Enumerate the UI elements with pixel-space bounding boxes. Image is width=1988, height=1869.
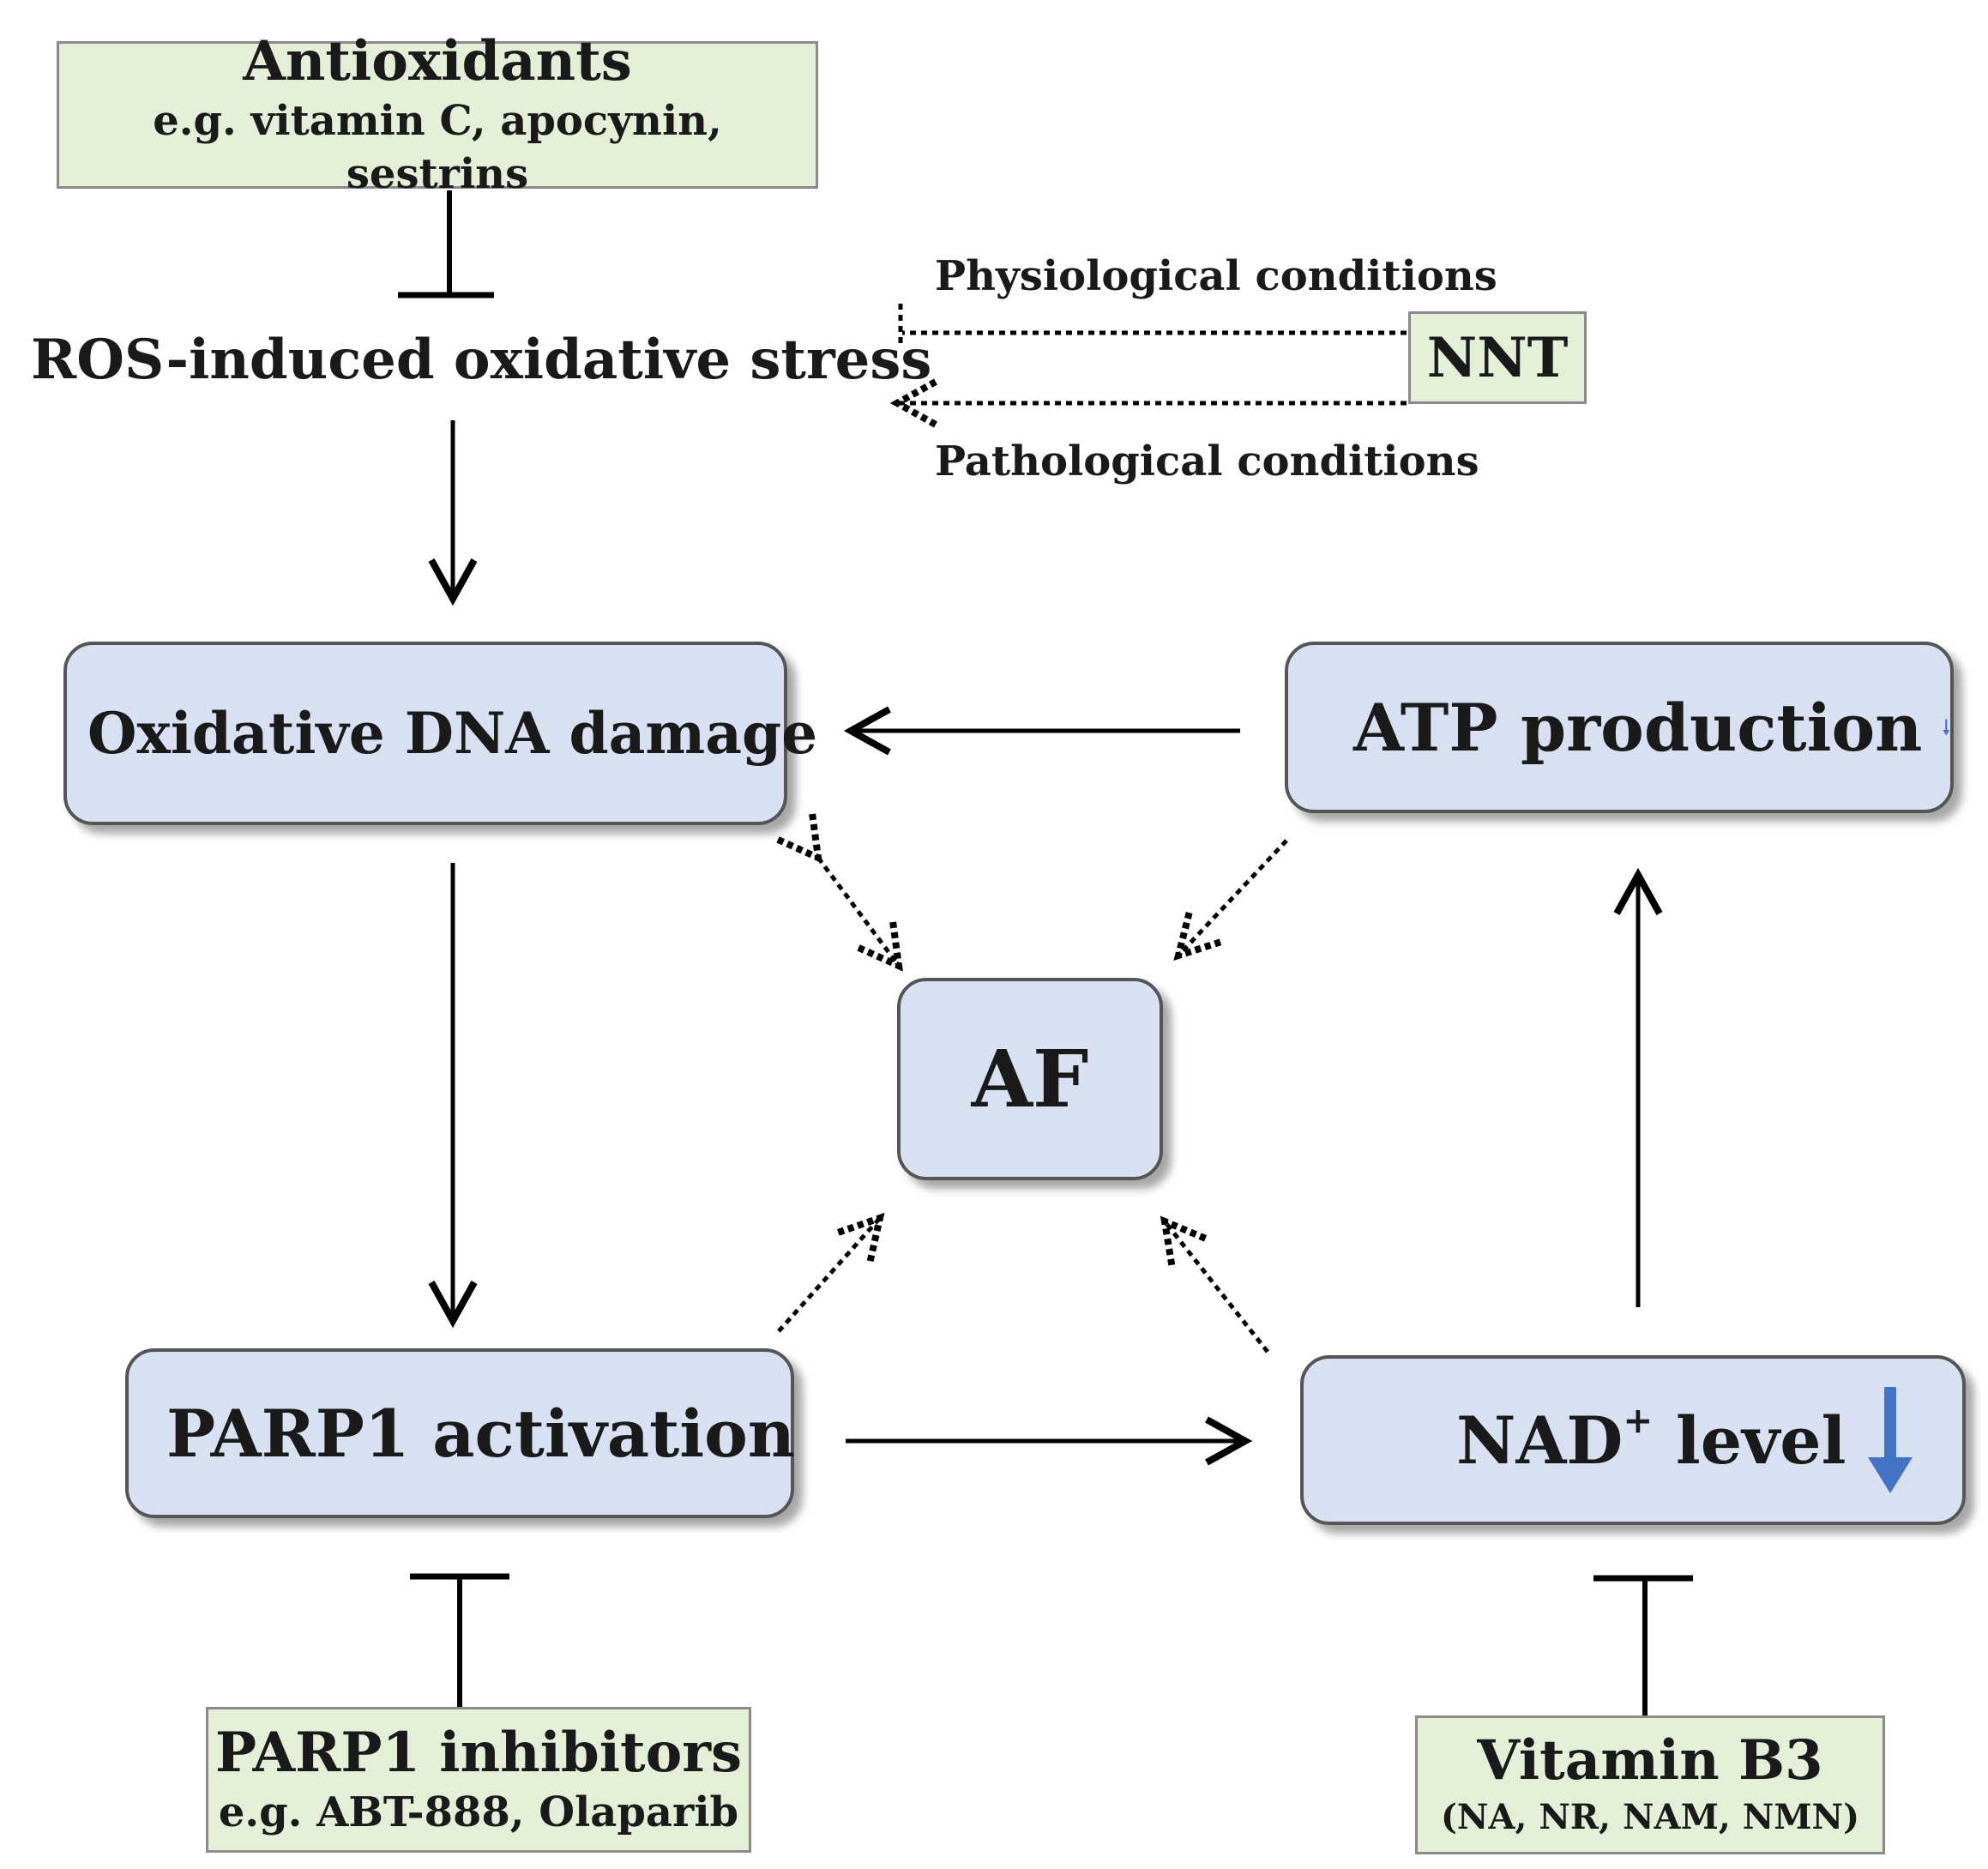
atp-to-af-arrow (1178, 839, 1288, 956)
antioxidants-box: Antioxidants e.g. vitamin C, apocynin, s… (57, 29, 818, 198)
nnt-label: NNT (1426, 325, 1569, 390)
af-node: AF (897, 978, 1163, 1180)
nad-to-af-arrow (1165, 1221, 1269, 1354)
vitamin-b3-title: Vitamin B3 (1477, 1728, 1823, 1793)
oxidative-dna-damage-node: Oxidative DNA damage (63, 642, 817, 825)
parp1-inhibitors-title: PARP1 inhibitors (215, 1721, 742, 1785)
antioxidants-examples: e.g. vitamin C, apocynin, sestrins (153, 97, 722, 198)
nad-label-rest: level (1653, 1402, 1846, 1479)
af-node-label: AF (971, 1033, 1089, 1125)
arrow-down-blue-icon (1868, 1387, 1913, 1493)
nnt-box: NNT (1408, 311, 1587, 404)
parp-node-label: PARP1 activation (166, 1395, 796, 1472)
pathological-conditions-label: Pathological conditions (935, 437, 1479, 485)
atp-node-label: ATP production (1353, 689, 1923, 766)
parp1-inhibitors-examples: e.g. ABT-888, Olaparib (218, 1788, 739, 1836)
arrow-down-blue-icon (1943, 719, 1950, 736)
parp1-inhibitors-box: PARP1 inhibitors e.g. ABT-888, Olaparib (206, 1707, 751, 1853)
antioxidants-inhibition-line (398, 190, 494, 298)
atp-production-node: ATP production (1285, 642, 1954, 813)
nad-level-node: NAD+ level (1300, 1355, 1966, 1525)
dna-node-label: Oxidative DNA damage (87, 700, 818, 767)
antioxidants-title: Antioxidants (243, 29, 632, 93)
nad-label-sup: + (1623, 1398, 1654, 1441)
nad-node-label: NAD+ level (1456, 1402, 1846, 1479)
ros-label: ROS-induced oxidative stress (31, 328, 932, 392)
dna-af-bidirectional-arrow (818, 858, 899, 966)
physiological-conditions-label: Physiological conditions (935, 252, 1497, 300)
vitamin-b3-inhibition-line (1593, 1575, 1693, 1715)
parp-to-af-arrow (777, 1218, 880, 1333)
parp1-activation-node: PARP1 activation (125, 1348, 796, 1518)
nnt-physiological-line (898, 304, 1407, 343)
parp1-inhibition-line (410, 1573, 509, 1707)
vitamin-b3-examples: (NA, NR, NAM, NMN) (1440, 1797, 1860, 1837)
vitamin-b3-box: Vitamin B3 (NA, NR, NAM, NMN) (1415, 1715, 1885, 1854)
nad-label-main: NAD (1456, 1402, 1624, 1479)
